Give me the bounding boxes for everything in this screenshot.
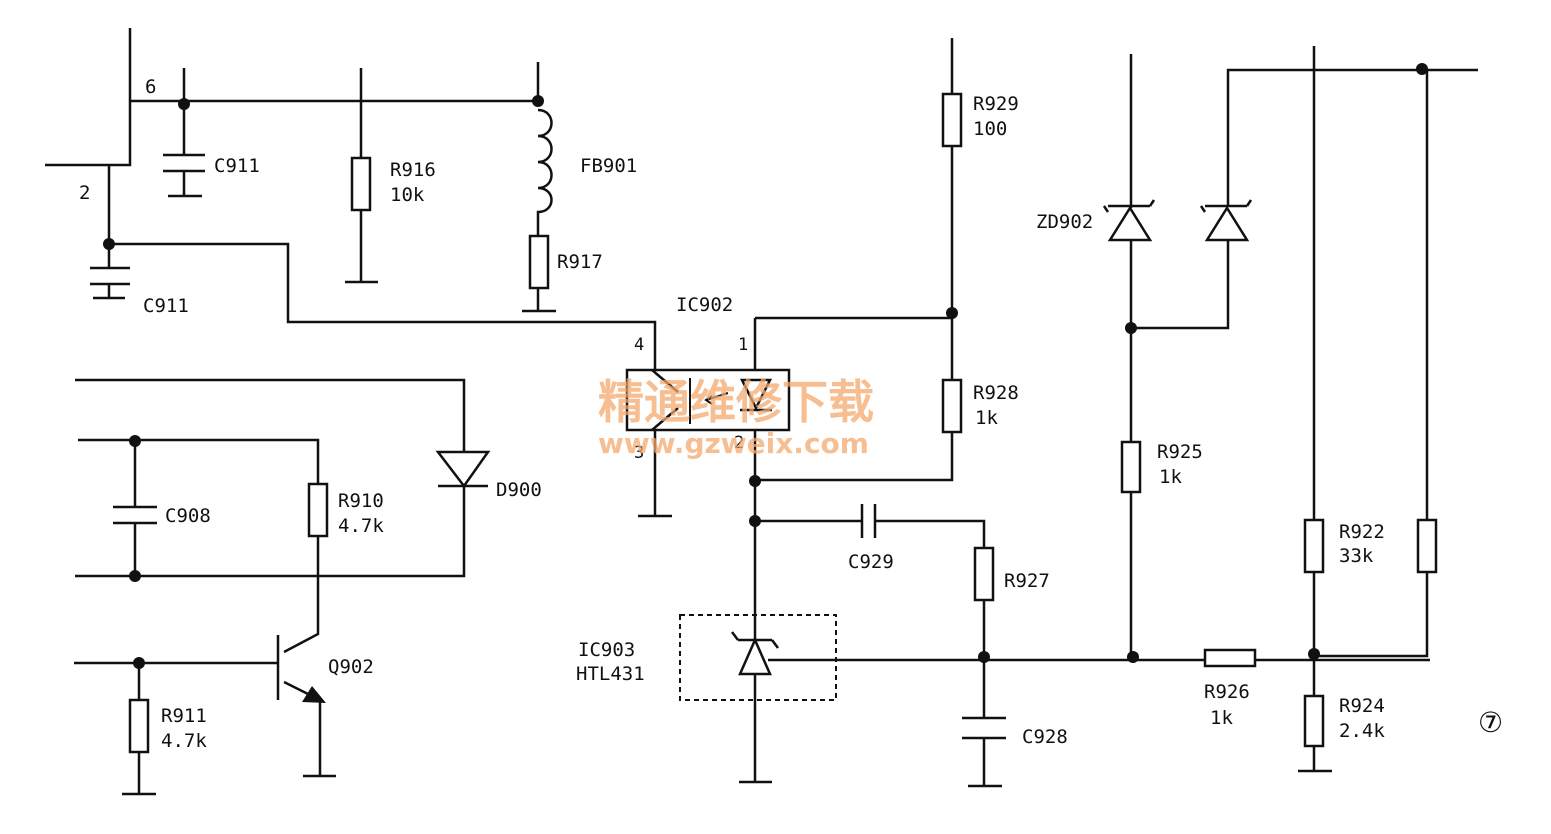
label-r924-value: 2.4k [1339,720,1385,742]
label-r911: R911 [161,705,207,727]
label-r922-value: 33k [1339,545,1374,567]
label-r926: R926 [1204,681,1250,703]
label-ic902-pin4: 4 [634,335,644,355]
label-pin2: 2 [79,182,90,204]
label-r924: R924 [1339,695,1385,717]
label-fb901: FB901 [580,155,637,177]
label-c908: C908 [165,505,211,527]
label-r917: R917 [557,251,603,273]
label-ic902-pin2: 2 [734,433,744,453]
label-r916: R916 [390,159,436,181]
label-zd902: ZD902 [1036,211,1093,233]
primary-supply-section [45,28,657,370]
label-ic902-pin3: 3 [634,443,644,463]
label-r910: R910 [338,490,384,512]
watermark-title: 精通维修下载 [598,375,874,429]
watermark-url: www.gzweix.com [598,427,869,460]
label-pin6: 6 [145,76,156,98]
ic902-optocoupler [625,318,791,518]
label-ic903-type: HTL431 [576,663,645,685]
label-r916-value: 10k [390,184,425,206]
label-r929: R929 [973,93,1019,115]
ic903-shunt-regulator [679,614,1430,784]
label-r926-value: 1k [1210,707,1233,729]
label-r929-value: 100 [973,118,1007,140]
label-r928: R928 [973,382,1019,404]
label-c911-bottom: C911 [143,295,189,317]
secondary-control-section [74,378,491,796]
label-r911-value: 4.7k [161,730,207,752]
label-r910-value: 4.7k [338,515,384,537]
label-c929: C929 [848,551,894,573]
watermark: 精通维修下载 www.gzweix.com [598,375,874,460]
label-ic903: IC903 [578,639,635,661]
label-ic902-pin1: 1 [738,335,748,355]
label-r927: R927 [1004,570,1050,592]
label-r925: R925 [1157,441,1203,463]
label-r925-value: 1k [1159,466,1182,488]
component-labels: 6 2 C911 C911 R916 10k FB901 R917 IC902 … [79,76,1503,752]
feedback-divider-section [1102,46,1478,773]
figure-number: ⑦ [1478,706,1503,739]
label-d900: D900 [496,479,542,501]
label-q902: Q902 [328,656,374,678]
label-ic902: IC902 [676,294,733,316]
label-c928: C928 [1022,726,1068,748]
label-r922: R922 [1339,521,1385,543]
label-r928-value: 1k [975,407,998,429]
label-c911-top: C911 [214,155,260,177]
